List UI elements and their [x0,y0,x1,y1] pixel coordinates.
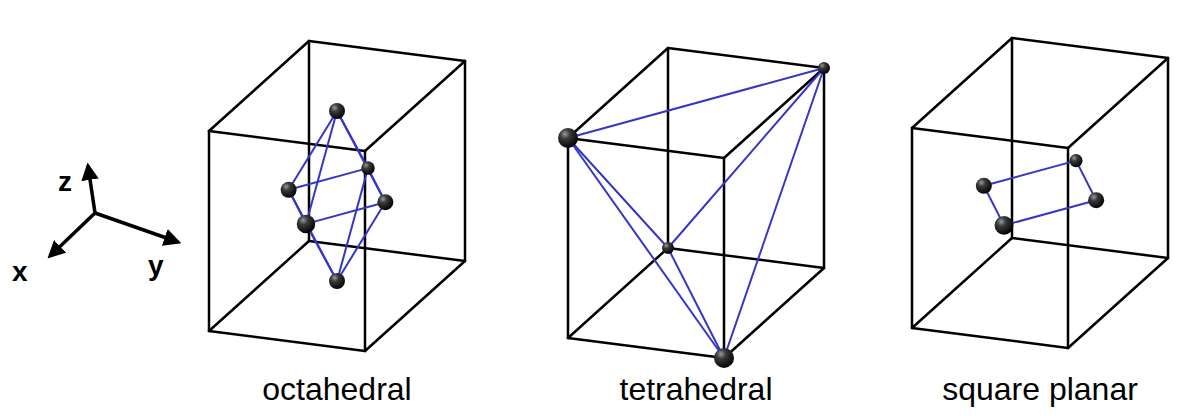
cube-edge [568,248,668,338]
polyhedron-edge [568,68,824,138]
ligand-atom [976,178,992,194]
ligand-atom [995,216,1014,235]
x-axis-arrow [50,213,95,256]
cube-edge [209,331,365,351]
cube-edge [823,68,826,268]
cube-edge [568,338,724,358]
cube-edge [567,138,570,338]
axis-triad [50,166,178,256]
polyhedron-edge [306,111,337,224]
cube-edge [912,38,1012,128]
cube-edge [668,48,824,68]
polyhedron-edge [337,111,385,202]
polyhedron-edge [306,202,385,224]
geometry-caption: tetrahedral [620,373,773,405]
polyhedron-edge [1004,200,1096,225]
ligand-atom [329,103,345,119]
polyhedron-edge [668,68,824,248]
cube-edge [723,158,726,358]
ligand-atom [662,242,674,254]
cube-edge [1068,258,1168,348]
ligand-atom [377,194,393,210]
polyhedron-edge [668,248,724,358]
cube-edge [309,41,465,61]
ligand-atom [329,273,345,289]
cube-edge [1011,38,1014,238]
cube-edge [464,61,467,261]
polyhedron-edge [984,161,1076,186]
cube-edge [365,261,465,351]
polyhedron-edge [724,68,824,358]
polyhedron-edge [289,168,368,190]
cube-figures [209,38,1168,368]
cube-edge [309,241,465,261]
polyhedron-edge [568,138,724,358]
ligand-atom [297,215,315,233]
geometry-caption: octahedral [262,373,411,405]
cube-edge [1012,38,1168,58]
cube-edge [209,41,309,131]
geometry-caption: square planar [942,373,1138,405]
polyhedron-edge [568,138,668,248]
ligand-atom [558,128,578,148]
ligand-atom [361,161,375,175]
cube-edge [209,131,365,151]
square-plane-figure [912,38,1168,348]
cube-edge [912,128,1068,148]
cube-edge [1167,58,1170,258]
cube-edge [667,48,670,248]
axis-label: x [12,258,28,286]
y-axis-arrow [95,213,178,242]
z-axis-arrow [88,166,95,213]
ligand-atom [714,348,734,368]
cube-edge [911,128,914,328]
octahedron-figure [209,41,465,351]
ligand-atom [281,182,297,198]
cube-edge [1067,148,1070,348]
ligand-atom [1069,154,1082,167]
cube-edge [568,138,724,158]
cube-edge [1012,238,1168,258]
cube-edge [1068,58,1168,148]
cube-edge [668,248,824,268]
polyhedron-edge [337,168,368,281]
cube-edge [208,131,211,331]
tetrahedron-figure [558,48,830,368]
polyhedron-edge [289,190,337,281]
ligand-atom [1088,192,1104,208]
cube-edge [209,241,309,331]
cube-edge [912,328,1068,348]
ligand-atom [818,62,830,74]
axis-label: y [148,252,164,280]
axis-label: z [58,168,72,196]
cube-edge [365,61,465,151]
cube-edge [912,238,1012,328]
